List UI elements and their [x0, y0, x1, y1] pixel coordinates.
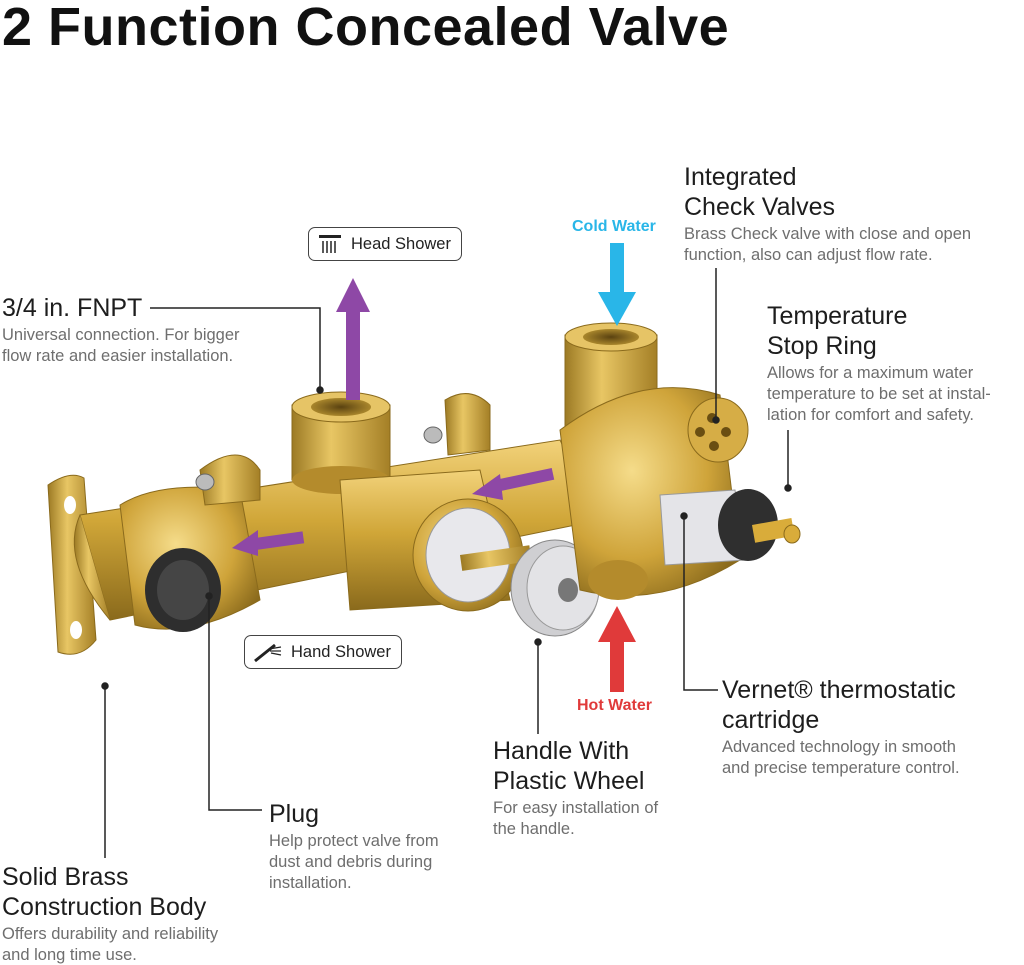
plug-cap: [145, 548, 221, 632]
diverter-housing: [339, 469, 532, 612]
hot-water-arrow: [598, 606, 636, 692]
annotation-check-valves: Integrated Check Valves Brass Check valv…: [684, 162, 971, 266]
head-shower-outlet: [291, 391, 391, 494]
annotation-handle-heading: Handle With Plastic Wheel: [493, 737, 645, 795]
hot-water-label: Hot Water: [577, 697, 652, 714]
annotation-body: Solid Brass Construction Body Offers dur…: [2, 862, 218, 965]
hand-shower-icon: [254, 643, 282, 663]
annotation-stop-ring: Temperature Stop Ring Allows for a maxim…: [767, 301, 991, 426]
annotation-vernet-cartridge: Vernet® thermostatic cartridge Advanced …: [722, 675, 960, 779]
cold-water-label: Cold Water: [572, 218, 656, 235]
leader-vernet: [683, 518, 718, 691]
hand-shower-badge: Hand Shower: [244, 635, 402, 669]
head-shower-flow-arrow: [336, 278, 370, 400]
annotation-stop-ring-desc: Allows for a maximum water temperature t…: [767, 364, 991, 424]
annotation-body-desc: Offers durability and reliability and lo…: [2, 925, 219, 964]
head-shower-label: Head Shower: [351, 234, 451, 253]
page-title: 2 Function Concealed Valve: [2, 0, 730, 57]
annotation-vernet-desc: Advanced technology in smooth and precis…: [722, 738, 960, 777]
leader-lines: [101, 268, 792, 858]
annotation-handle-desc: For easy installation of the handle.: [493, 799, 659, 838]
cold-water-arrow: [598, 243, 636, 326]
hand-shower-label: Hand Shower: [291, 642, 391, 661]
head-shower-badge: Head Shower: [308, 227, 462, 261]
annotation-plug: Plug Help protect valve from dust and de…: [269, 799, 439, 894]
vernet-cartridge: [659, 489, 801, 566]
annotation-stop-ring-heading: Temperature Stop Ring: [767, 302, 908, 360]
annotation-vernet-heading: Vernet® thermostatic cartridge: [722, 676, 956, 734]
hand-shower-flow-arrow: [232, 530, 305, 556]
annotation-body-heading: Solid Brass Construction Body: [2, 863, 207, 921]
leader-plug: [208, 598, 262, 811]
thermostat-housing: [559, 322, 749, 600]
flow-arrows: [232, 278, 555, 556]
mounting-tabs: [195, 393, 491, 506]
annotation-plug-desc: Help protect valve from dust and debris …: [269, 832, 439, 892]
annotation-plug-heading: Plug: [269, 800, 320, 828]
diverter-flow-arrow: [472, 467, 555, 500]
annotation-handle: Handle With Plastic Wheel For easy insta…: [493, 736, 658, 840]
annotation-check-valves-heading: Integrated Check Valves: [684, 163, 835, 221]
annotation-fnpt: 3/4 in. FNPT Universal connection. For b…: [2, 293, 240, 367]
annotation-fnpt-heading: 3/4 in. FNPT: [2, 294, 143, 322]
leader-fnpt: [150, 307, 321, 388]
head-shower-icon: [319, 235, 341, 253]
annotation-fnpt-desc: Universal connection. For bigger flow ra…: [2, 326, 240, 365]
annotation-check-valves-desc: Brass Check valve with close and open fu…: [684, 225, 972, 264]
